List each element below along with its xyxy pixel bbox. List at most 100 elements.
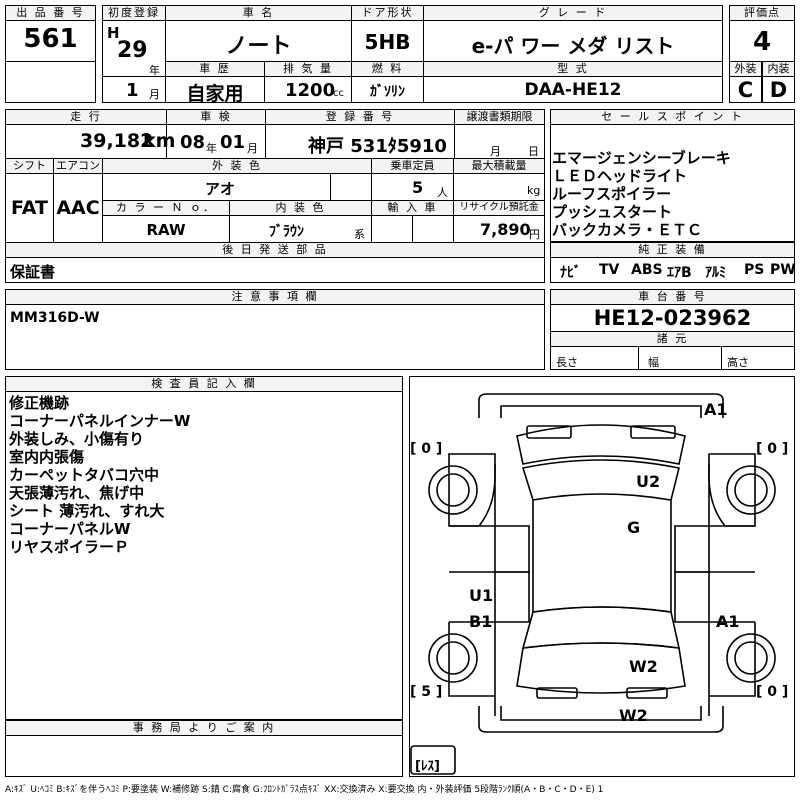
door-rear-left <box>495 571 530 623</box>
wheel-front-right-inner <box>734 473 768 507</box>
hood-outline <box>516 424 686 465</box>
rear-window <box>521 606 681 649</box>
insp-year: 08 <box>180 132 206 153</box>
ext-color-extra <box>330 173 372 201</box>
first-reg-label: 初度登録 <box>102 5 166 21</box>
grade-label: グ レ ー ド <box>423 5 723 21</box>
recycle-unit: 円 <box>529 228 540 241</box>
inspector-note: カーペットタバコ穴中 <box>9 466 160 484</box>
headlamp-right <box>630 425 676 439</box>
door-front-left <box>495 525 530 573</box>
taillamp-left <box>536 687 578 699</box>
displacement-unit: cc <box>333 88 344 99</box>
month-unit: 月 <box>149 88 160 101</box>
inspector-note: コーナーパネルW <box>9 520 131 538</box>
shift: FAT <box>11 197 48 219</box>
damage-mark: U1 <box>469 586 494 605</box>
aircon: AAC <box>56 197 100 219</box>
sales-point: ルーフスポイラー <box>552 185 672 203</box>
caution-text: MM316D-W <box>10 310 100 326</box>
tire-rear-left: [ 5 ] <box>410 684 443 700</box>
sales-point: ＬＥＤヘッドライト <box>552 167 688 185</box>
fuel-label: 燃 料 <box>351 61 424 77</box>
dims-label: 諸 元 <box>550 331 795 347</box>
chassis-number: HE12-023962 <box>593 306 752 330</box>
reg-year: 29 <box>117 38 148 63</box>
damage-mark: B1 <box>469 612 493 631</box>
wheel-rear-left-inner <box>436 641 470 675</box>
equip-item: ｱﾙﾐ <box>705 265 726 281</box>
back-door <box>516 642 686 694</box>
inspector-note: リヤスポイラーＰ <box>9 538 130 556</box>
sales-point: エマージェンシーブレーキ <box>552 149 731 167</box>
inspector-note: シート 薄汚れ、すれ大 <box>9 502 165 520</box>
color-no-label: カ ラ ー Ｎ ｏ． <box>102 200 230 216</box>
aircon-label: エアコン <box>53 158 103 174</box>
damage-mark: W2 <box>619 706 648 725</box>
inspector-note: 天張薄汚れ、焦げ中 <box>9 484 145 502</box>
inspector-note: 外装しみ、小傷有り <box>9 430 145 448</box>
history-label: 車 歴 <box>165 61 265 77</box>
lot-no: 561 <box>23 24 78 54</box>
wheel-rear-left <box>428 633 478 683</box>
recycle-label: リサイクル預託金 <box>453 200 545 216</box>
side-line-right <box>709 525 755 623</box>
displacement: 1200 <box>285 80 336 101</box>
inspector-label: 検 査 員 記 入 欄 <box>5 376 403 392</box>
windshield <box>521 459 680 501</box>
exterior-box <box>729 76 762 103</box>
car-name: ノート <box>225 34 292 59</box>
capacity-label: 乗車定員 <box>371 158 454 174</box>
dims-length: 長さ <box>556 356 578 369</box>
color-no: RAW <box>146 221 186 239</box>
front-bumper-outline <box>478 393 724 418</box>
max-load-unit: kg <box>527 184 541 197</box>
reg-no: 神戸 531ﾀ5910 <box>308 136 447 157</box>
chassis-label: 車 台 番 号 <box>550 289 795 305</box>
damage-mark: A1 <box>716 612 740 631</box>
roof <box>532 500 672 613</box>
headlamp-left <box>526 425 572 439</box>
shift-label: シフト <box>5 158 54 174</box>
later-parts: 保証書 <box>10 263 56 281</box>
interior: D <box>769 78 788 102</box>
car-diagram <box>410 393 776 775</box>
damage-mark: U2 <box>636 472 661 491</box>
equip-item: ABS <box>631 262 663 278</box>
lot-no-blank <box>5 61 96 103</box>
rear-fender-right <box>709 622 756 697</box>
sales-label: セ ー ル ス ポ イ ン ト <box>550 109 795 125</box>
later-parts-label: 後 日 発 送 部 品 <box>5 242 545 258</box>
spare-tire: [ﾚｽ] <box>415 759 440 774</box>
import-box <box>371 215 413 243</box>
reg-no-label: 登 録 番 号 <box>265 109 455 125</box>
model: DAA-HE12 <box>524 80 622 100</box>
door-rear-right <box>674 571 709 623</box>
car-diagram-frame <box>409 376 795 777</box>
insp-month-unit: 月 <box>247 142 258 155</box>
tire-rear-right: [ 0 ] <box>756 684 789 700</box>
caution-label: 注 意 事 項 欄 <box>5 289 545 305</box>
inspector-note: 修正機跡 <box>9 394 70 412</box>
rear-bumper-outline <box>478 706 724 733</box>
exterior: C <box>737 78 754 102</box>
office-box <box>5 735 403 777</box>
transfer-day: 日 <box>528 145 539 158</box>
wheel-front-left-inner <box>436 473 470 507</box>
mileage-label: 走 行 <box>5 109 167 125</box>
door-label: ドア形状 <box>351 5 424 21</box>
score-label: 評価点 <box>729 5 795 21</box>
equip-box <box>550 257 795 283</box>
era: H <box>107 24 120 42</box>
caution-box <box>5 304 545 370</box>
side-line-left <box>449 525 495 623</box>
equip-item: PS <box>744 262 765 278</box>
wheel-front-right <box>726 465 776 515</box>
capacity-unit: 人 <box>437 186 448 199</box>
sales-point: バックカメラ・ＥＴＣ <box>552 221 703 239</box>
model-label: 型 式 <box>423 61 723 77</box>
transfer-month: 月 <box>490 145 501 158</box>
inspection-label: 車 検 <box>166 109 266 125</box>
equip-item: PW <box>770 262 796 278</box>
mileage-unit: km <box>143 130 176 152</box>
